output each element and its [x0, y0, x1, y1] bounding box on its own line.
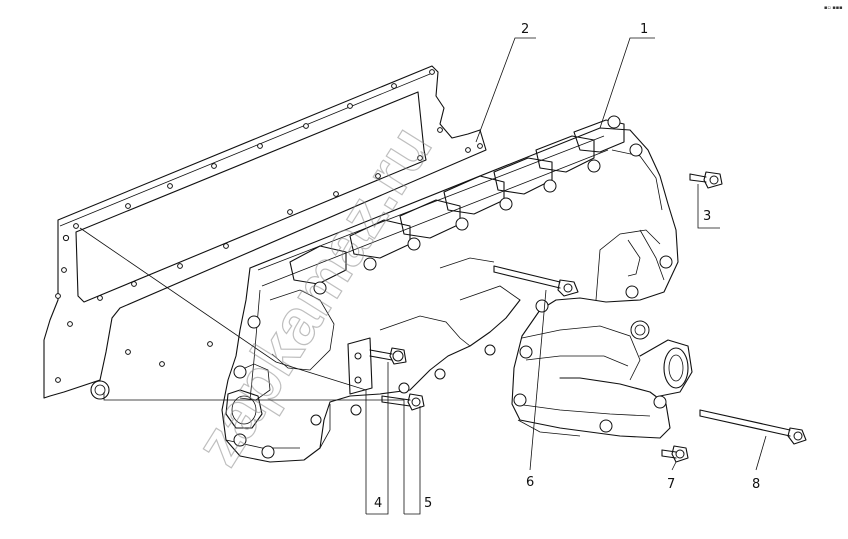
bolt-6 [493, 265, 579, 297]
callout-1: 1 [640, 22, 648, 37]
gasket [43, 65, 487, 400]
bolt-5 [381, 393, 425, 411]
callout-3: 3 [703, 209, 711, 224]
callout-4: 4 [374, 496, 382, 511]
callout-8: 8 [752, 477, 760, 492]
corner-mark: ▪▫ ▪▪▪ [824, 5, 843, 11]
long-bolt-8 [699, 409, 807, 445]
bolt-4 [369, 347, 407, 365]
callout-6: 6 [526, 475, 534, 490]
leader-lines [79, 37, 767, 515]
callout-5: 5 [424, 496, 432, 511]
manifold-body [221, 115, 693, 463]
callouts: 1 2 3 4 5 6 7 8 [374, 22, 760, 511]
bolt-7 [661, 445, 689, 463]
bolt-3 [689, 171, 723, 189]
callout-2: 2 [521, 22, 529, 37]
callout-7: 7 [667, 477, 675, 492]
